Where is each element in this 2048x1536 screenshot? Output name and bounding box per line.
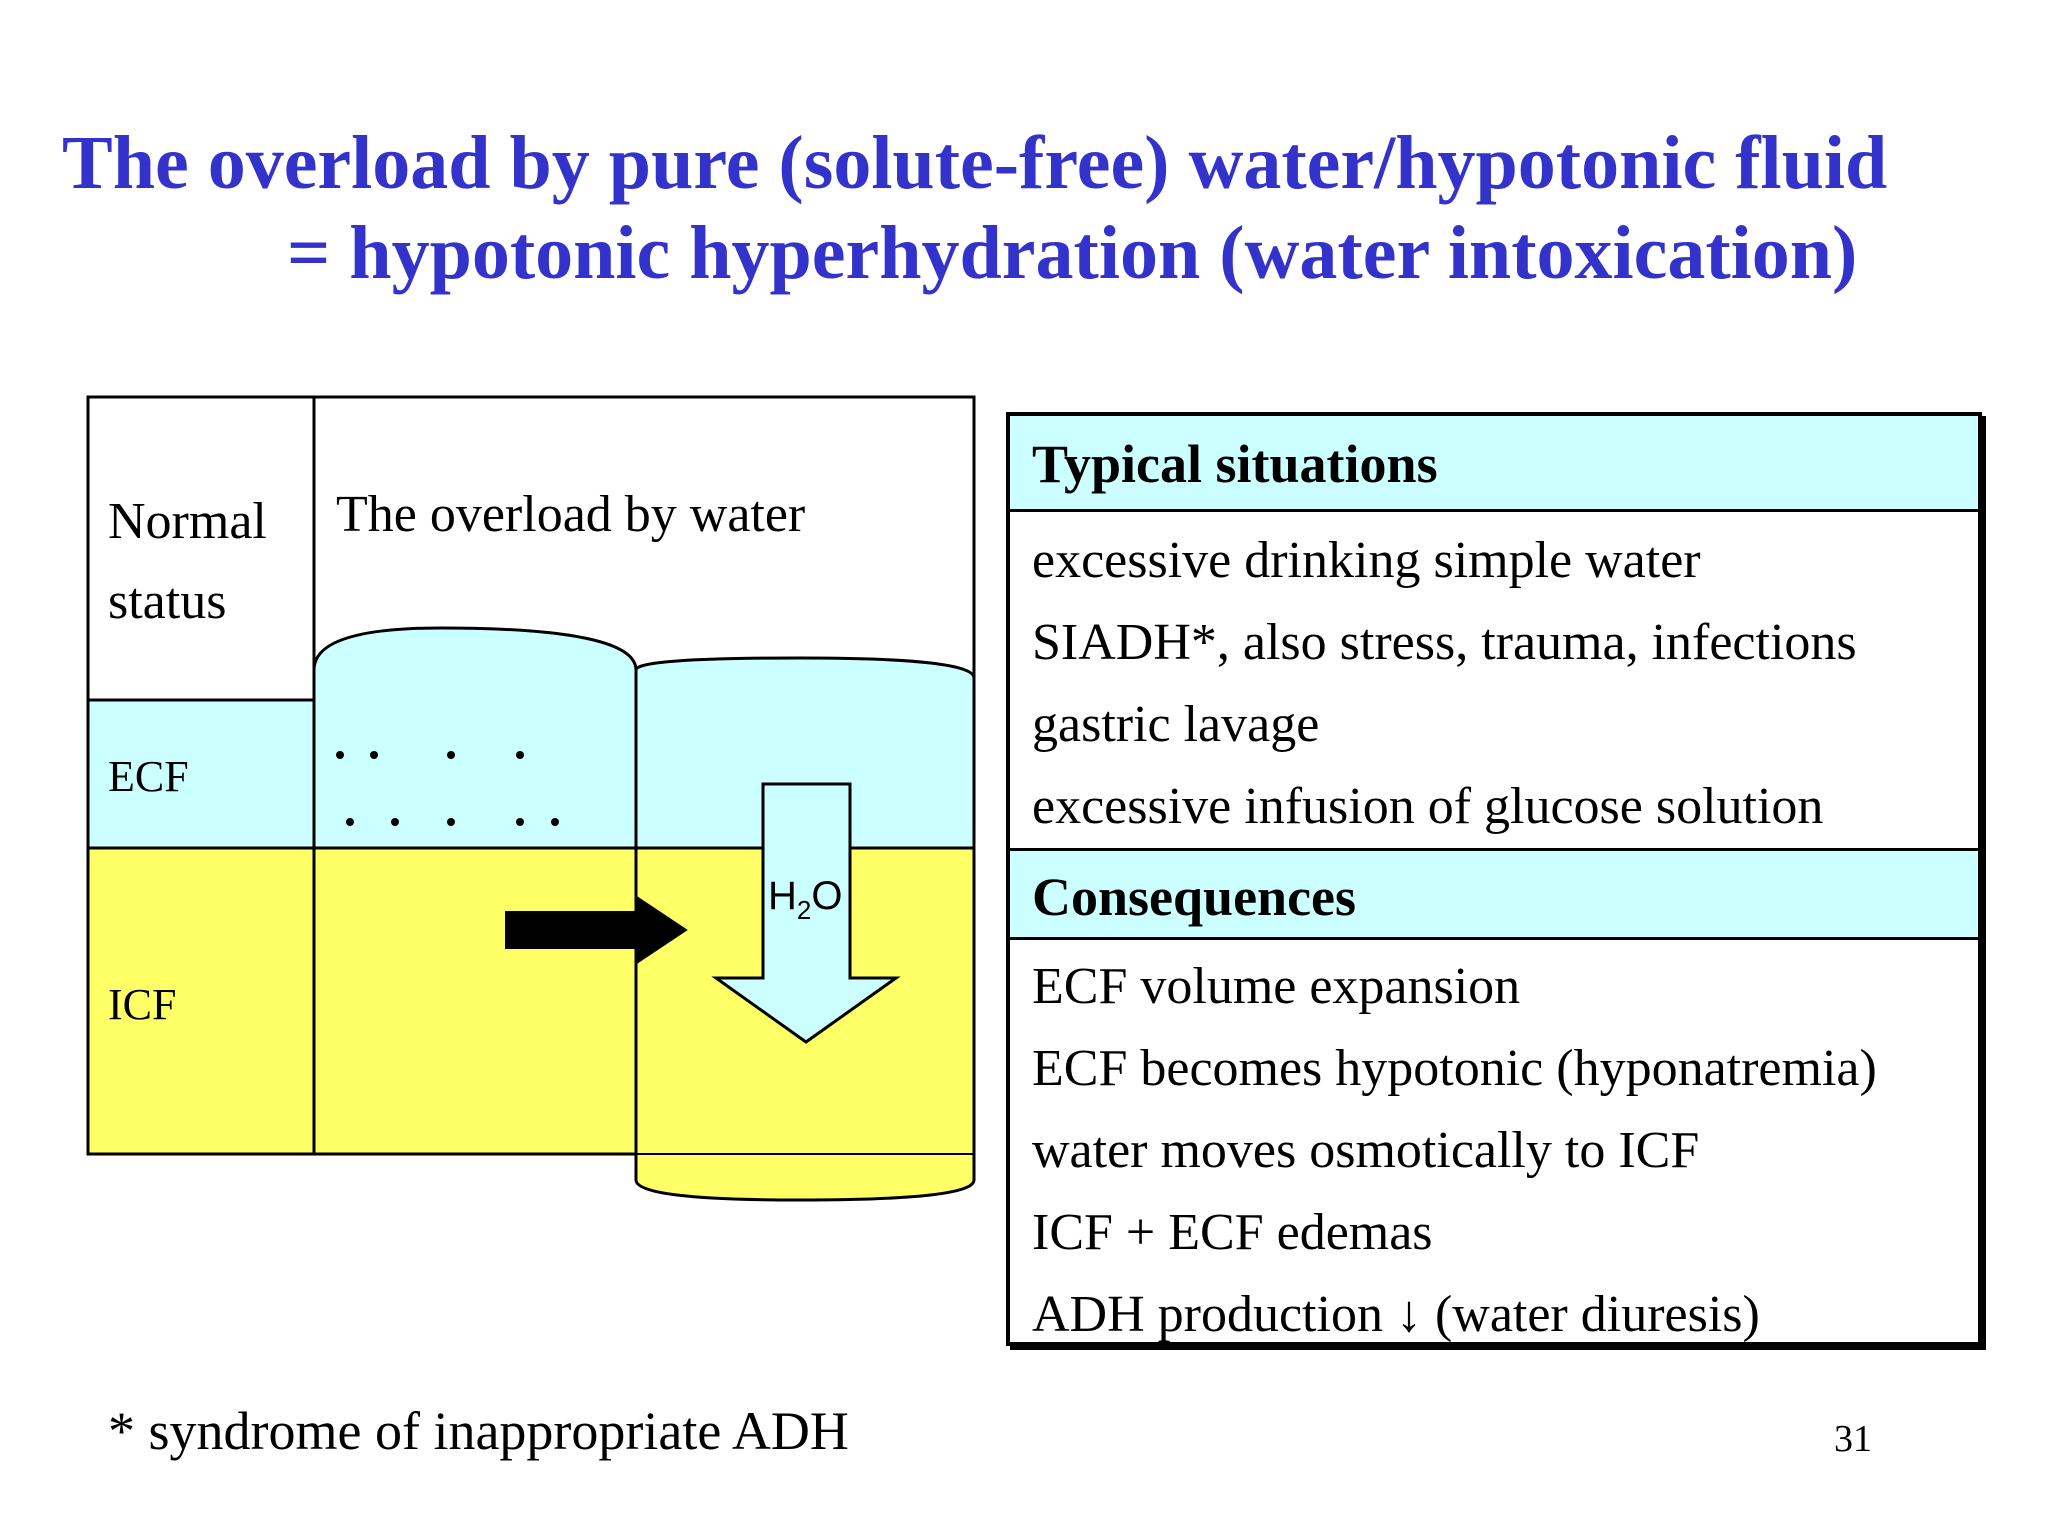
list-item: water moves osmotically to ICF bbox=[1032, 1122, 1700, 1179]
list-item: ICF + ECF edemas bbox=[1032, 1204, 1433, 1261]
icf-label: ICF bbox=[108, 980, 177, 1029]
footnote: * syndrome of inappropriate ADH bbox=[108, 1401, 849, 1461]
typical-situations-list: excessive drinking simple water SIADH*, … bbox=[1010, 520, 1978, 848]
list-item: ECF becomes hypotonic (hyponatremia) bbox=[1032, 1040, 1877, 1097]
ecf-label: ECF bbox=[108, 752, 189, 801]
consequences-heading: Consequences bbox=[1010, 848, 1978, 940]
water-label-h: H bbox=[768, 874, 797, 918]
list-item: excessive infusion of glucose solution bbox=[1032, 778, 1824, 835]
overload-label: The overload by water bbox=[336, 486, 806, 543]
list-item: excessive drinking simple water bbox=[1032, 532, 1701, 589]
list-item: ADH production ↓ (water diuresis) bbox=[1032, 1286, 1760, 1343]
slide-title: The overload by pure (solute-free) water… bbox=[62, 118, 2012, 298]
situations-consequences-table: Typical situations excessive drinking si… bbox=[1006, 412, 1982, 1346]
water-label: H2O bbox=[768, 872, 843, 923]
solute-dots bbox=[336, 751, 559, 826]
right-arrow bbox=[505, 896, 688, 964]
overload-ecf-compartment-2 bbox=[634, 656, 976, 850]
list-item: SIADH*, also stress, trauma, infections bbox=[1032, 614, 1857, 671]
typical-situations-heading: Typical situations bbox=[1010, 416, 1978, 512]
water-label-subscript: 2 bbox=[796, 895, 812, 925]
title-line-2: = hypotonic hyperhydration (water intoxi… bbox=[287, 211, 1858, 295]
list-item: gastric lavage bbox=[1032, 696, 1320, 753]
water-label-o: O bbox=[811, 874, 843, 918]
overload-ecf-compartment-1 bbox=[312, 626, 638, 850]
overload-icf-compartment-1 bbox=[312, 846, 638, 1156]
normal-status-label: Normal status bbox=[108, 493, 267, 630]
page-number: 31 bbox=[1834, 1418, 1872, 1460]
list-item: ECF volume expansion bbox=[1032, 958, 1521, 1015]
consequences-list: ECF volume expansion ECF becomes hypoton… bbox=[1010, 946, 1978, 1356]
title-line-1: The overload by pure (solute-free) water… bbox=[62, 121, 1888, 205]
